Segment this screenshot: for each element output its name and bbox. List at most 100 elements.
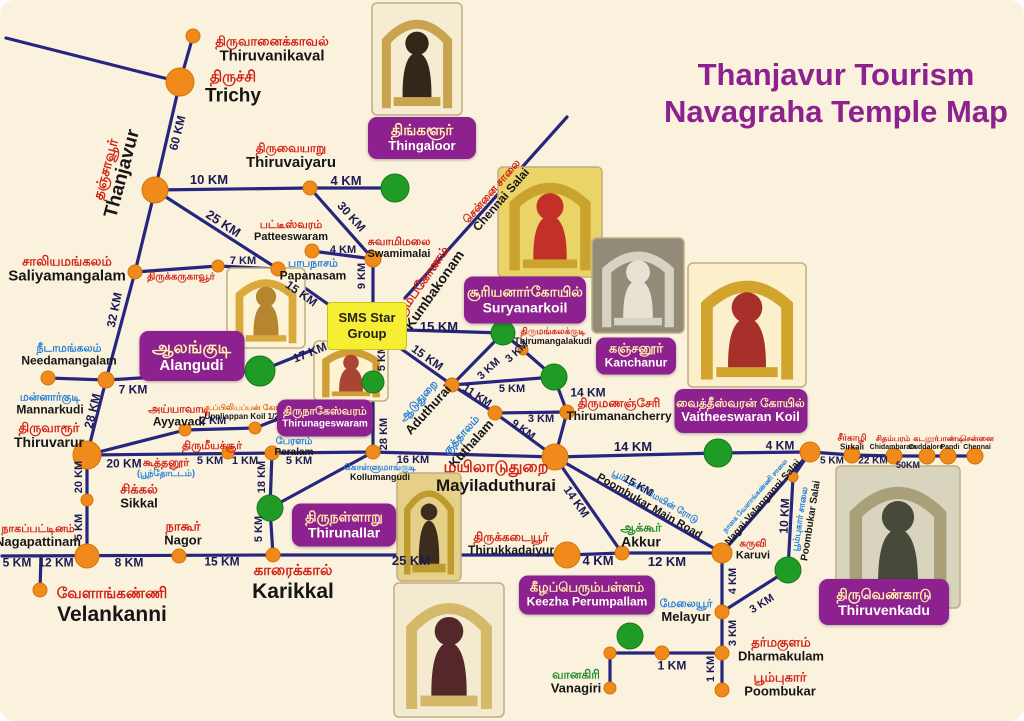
town-label-english: Karikkal [252, 579, 334, 603]
sms-star-group-box: SMS Star Group [327, 302, 407, 350]
distance-label: 28 KM [377, 417, 390, 451]
distance-label: 5 KM [72, 513, 85, 541]
map-node-karuvi [711, 542, 733, 564]
temple-image-suryanarkoil [497, 166, 603, 278]
road-name-chennai-salai: சென்னை சாலைChennai Salai [461, 157, 533, 235]
town-vanagiri: வானகிரிVanagiri [550, 668, 602, 696]
map-node-kuthalam [487, 405, 503, 421]
town-label-tamil: சுவாமிமலை [367, 235, 431, 248]
map-node-uppliappan-koil [248, 421, 262, 435]
road-aduthurai-kanchanur [450, 375, 556, 387]
temple-badge-vaitheeswaran-koil: வைத்தீஸ்வரன் கோயில்Vaitheeswaran Koil [674, 389, 807, 433]
distance-label: 3 KM [475, 355, 503, 383]
town-nagor: நாகூர்Nagor [164, 518, 202, 549]
road-mannarkudi-spur [46, 376, 108, 382]
distance-label: 14 KM [613, 438, 653, 454]
town-label-tamil: திருவானைக்காவல் [215, 33, 329, 49]
distance-label: 12 KM [38, 555, 74, 570]
town-label-tamil: பேரளம் [275, 436, 313, 447]
map-node-sirkali-junction [799, 441, 821, 463]
temple-badge-english: Kanchanur [604, 355, 668, 370]
distance-label: 14 KM [560, 483, 593, 521]
distance-label: 7 KM [118, 382, 148, 397]
temple-badge-suryanarkoil: சூரியனார்கோயில்Suryanarkoil [464, 276, 586, 323]
map-node-needamangalam-junction [97, 371, 115, 389]
road-trichy-northwest [4, 36, 182, 84]
temple-badge-tamil: திங்களூர் [390, 121, 454, 139]
map-node-thirumangalakudi [517, 344, 529, 356]
town-label-english: Thiruvarur [13, 434, 85, 451]
temple-badge-english: Thiruvenkadu [838, 602, 930, 618]
sms-line1: SMS Star [338, 310, 396, 326]
town-patteeswaram: பட்டீஸ்வரம்Patteeswaram [254, 219, 328, 243]
distance-label: 17 KM [290, 339, 329, 366]
map-node-karikkal-junction [265, 547, 281, 563]
town-label-tamil: திருவாரூர் [18, 420, 80, 436]
map-title: Thanjavur Tourism Navagraha Temple Map [650, 56, 1022, 130]
map-node-keezha-perumpallam [616, 622, 644, 650]
town-needamangalam: நீடாமங்கலம்Needamangalam [21, 342, 116, 367]
map-node-trichy [165, 67, 195, 97]
town-label-english: Thirumanancherry [566, 409, 672, 423]
distance-label: 20 KM [72, 460, 85, 494]
map-node-sikkal [80, 493, 94, 507]
distance-label: 5 KM [285, 454, 313, 467]
road-chennai-salai [403, 115, 569, 300]
distance-label: 7 KM [229, 254, 257, 267]
town-thiruvarur: திருவாரூர்Thiruvarur [13, 420, 85, 451]
temple-badge-thiruvenkadu: திருவெண்காடுThiruvenkadu [819, 579, 949, 625]
town-label-tamil: பட்டீஸ்வரம் [259, 218, 323, 231]
town-label-english: Thiruvanikaval [219, 47, 325, 65]
road-kollumangudi-thirunallar [268, 450, 375, 510]
distance-label: 15 KM [408, 341, 446, 374]
temple-badge-tamil: சூரியனார்கோயில் [467, 283, 583, 300]
town-label-tamil: ஆக்கூர் [620, 520, 662, 535]
map-node-swamimalai [364, 250, 382, 268]
map-node-thiruvarur [72, 440, 102, 470]
town-label-english: Vanagiri [550, 680, 602, 696]
map-node-alangudi [244, 355, 276, 387]
town-label-tamil: உப்பிலியப்பன் கோயில் [205, 403, 293, 413]
town-label-english: Mayiladuthurai [436, 475, 556, 495]
map-node-velankanni [32, 582, 48, 598]
town-mannarkudi: மன்னார்குடிMannarkudi [16, 391, 83, 416]
town-thiruvanaikaval: திருவானைக்காவல்Thiruvanikaval [215, 33, 329, 66]
temple-image-alangudi [226, 267, 306, 349]
title-line2: Navagraha Temple Map [664, 94, 1008, 130]
town-label-tamil: மன்னார்குடி [19, 391, 81, 404]
distance-label: 3 KM [503, 338, 531, 366]
town-sikkal: சிக்கல்Sikkal [120, 482, 158, 512]
town-karuvi: கருவிKaruvi [736, 538, 770, 561]
road-coast-road-west [0, 553, 275, 558]
map-node-saliyamangalam [127, 264, 143, 280]
distance-label: 28 KM [81, 392, 104, 430]
temple-badge-english: Thirunageswaram [282, 418, 368, 430]
town-sirkali: சீர்காழிSirkali [837, 432, 867, 453]
town-nagapattinam: நாகப்பட்டினம்Nagapattinam [0, 523, 81, 549]
temple-image-vaitheeswaran-koil [687, 262, 807, 388]
town-label-tamil: சீர்காழி [837, 432, 867, 443]
road-aduthurai-kuthalam [450, 383, 497, 415]
temple-image-thiruvenkadu [835, 465, 961, 609]
sms-line2: Group [347, 326, 387, 341]
map-node-thingaloor [380, 173, 410, 203]
town-dharmakulam: தர்மகுளம்Dharmakulam [738, 635, 824, 665]
temple-badge-tamil: திருநள்ளாறு [305, 508, 383, 525]
distance-label: 5 KM [196, 454, 224, 467]
distance-label: 15 KM [204, 554, 240, 569]
town-label-tamil: திருச்சி [209, 68, 257, 86]
town-cuddalore: கடலூர்Cuddalore [909, 434, 944, 451]
distance-label: 4 KM [329, 243, 357, 256]
road-kuthalam-thirumanancherry [493, 410, 569, 415]
temple-badge-thirunageswaram: திருநாகேஸ்வரம்Thirunageswaram [277, 399, 373, 436]
town-label-english: Pandi [940, 443, 960, 451]
distance-label: 5 KM [820, 455, 844, 467]
town-koothanur: கூத்தனூர் [143, 457, 189, 469]
map-node-ayyavadi [178, 423, 192, 437]
map-node-chennai [966, 447, 984, 465]
town-label-tamil: நாகூர் [165, 518, 201, 534]
road-thiruvaiyaru-swamimalai [308, 186, 375, 261]
town-label-tamil: நாகப்பட்டினம் [1, 522, 75, 535]
distance-label: 8 KM [114, 555, 144, 570]
distance-label: 15 KM [282, 277, 320, 310]
